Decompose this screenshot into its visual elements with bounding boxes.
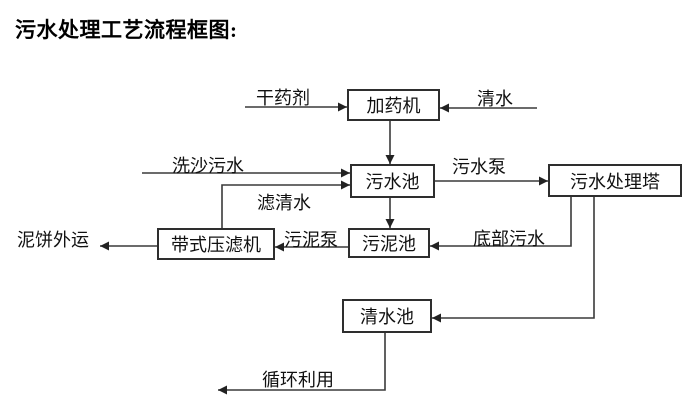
edge-label-sewage-pump: 污水泵 xyxy=(452,157,506,177)
node-sewage-pool: 污水池 xyxy=(350,164,435,198)
node-belt-filter-press: 带式压滤机 xyxy=(157,228,275,260)
edge-label-sand-washing-sewage: 洗沙污水 xyxy=(172,156,244,176)
arrow-tower-to-clear-pool xyxy=(432,197,595,323)
node-dosing-machine: 加药机 xyxy=(347,89,440,121)
edge-label-filtered-water: 滤清水 xyxy=(257,193,311,213)
arrow-recycle-use xyxy=(218,333,386,395)
edge-label-mud-cake-outbound: 泥饼外运 xyxy=(17,230,89,250)
node-sludge-pool: 污泥池 xyxy=(348,228,430,258)
edge-label-sludge-pump: 污泥泵 xyxy=(284,230,338,250)
node-treatment-tower: 污水处理塔 xyxy=(548,164,682,197)
diagram-title: 污水处理工艺流程框图: xyxy=(15,18,238,42)
edge-label-clean-water: 清水 xyxy=(477,89,513,109)
arrow-bottom-sewage xyxy=(430,197,572,251)
edge-label-recycle-use: 循环利用 xyxy=(262,370,334,390)
arrow-filtered-water xyxy=(221,180,350,228)
edge-label-bottom-sewage: 底部污水 xyxy=(473,229,545,249)
edge-label-dry-agent: 干药剂 xyxy=(256,88,310,108)
node-clear-water-pool: 清水池 xyxy=(342,299,432,333)
